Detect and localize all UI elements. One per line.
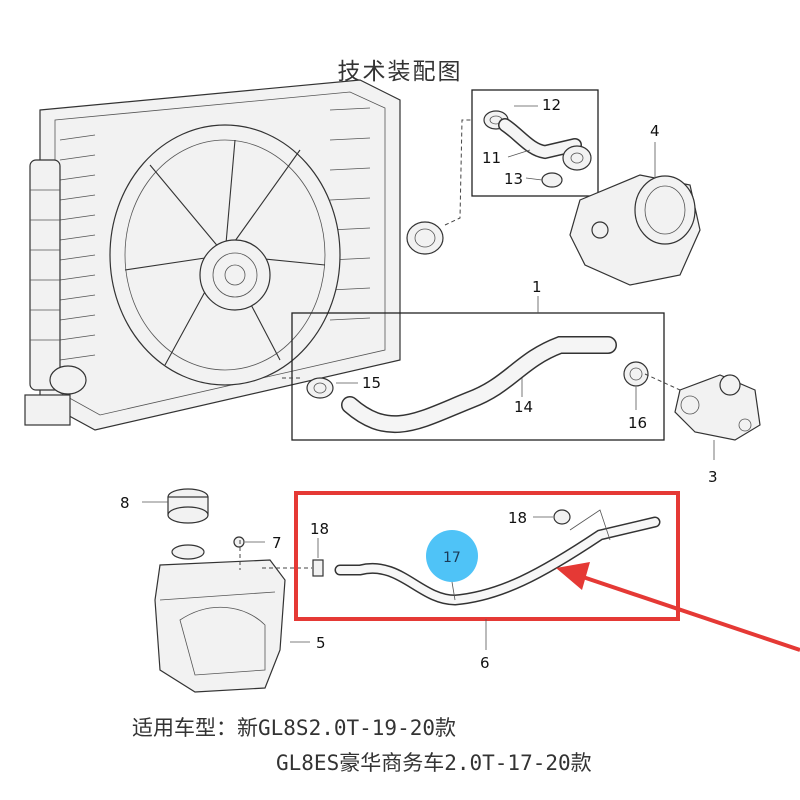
red-arrow <box>556 562 800 652</box>
upper-hose-group <box>471 89 599 197</box>
highlighted-hose-group <box>294 491 680 650</box>
callout-12: 12 <box>542 96 561 114</box>
callout-11: 11 <box>482 149 501 167</box>
callout-labels: 12 11 13 4 1 15 14 16 3 8 7 5 18 18 17 6 <box>120 96 718 672</box>
applicable-models-line-2: GL8ES豪华商务车2.0T-17-20款 <box>276 751 592 775</box>
bolt-part-7 <box>233 536 265 548</box>
callout-6: 6 <box>480 654 490 672</box>
reservoir-cap-part-8 <box>142 488 209 524</box>
callout-18-left: 18 <box>310 520 329 538</box>
callout-4: 4 <box>650 122 660 140</box>
callout-16: 16 <box>628 414 647 432</box>
coolant-reservoir-part-5 <box>154 540 312 693</box>
callout-7: 7 <box>272 534 282 552</box>
lower-hose-group <box>282 296 681 441</box>
callout-17: 17 <box>443 550 461 566</box>
radiator-fan-assembly <box>24 79 444 431</box>
callout-3: 3 <box>708 468 718 486</box>
callout-13: 13 <box>504 170 523 188</box>
applicable-models-line-1: 适用车型：新GL8S2.0T-19-20款 <box>132 716 457 740</box>
callout-18-right: 18 <box>508 509 527 527</box>
callout-1: 1 <box>532 278 542 296</box>
callout-8: 8 <box>120 494 130 512</box>
water-outlet-part-4 <box>569 142 701 286</box>
water-pump-part-3 <box>674 374 761 460</box>
callout-15: 15 <box>362 374 381 392</box>
callout-5: 5 <box>316 634 326 652</box>
callout-14: 14 <box>514 398 533 416</box>
